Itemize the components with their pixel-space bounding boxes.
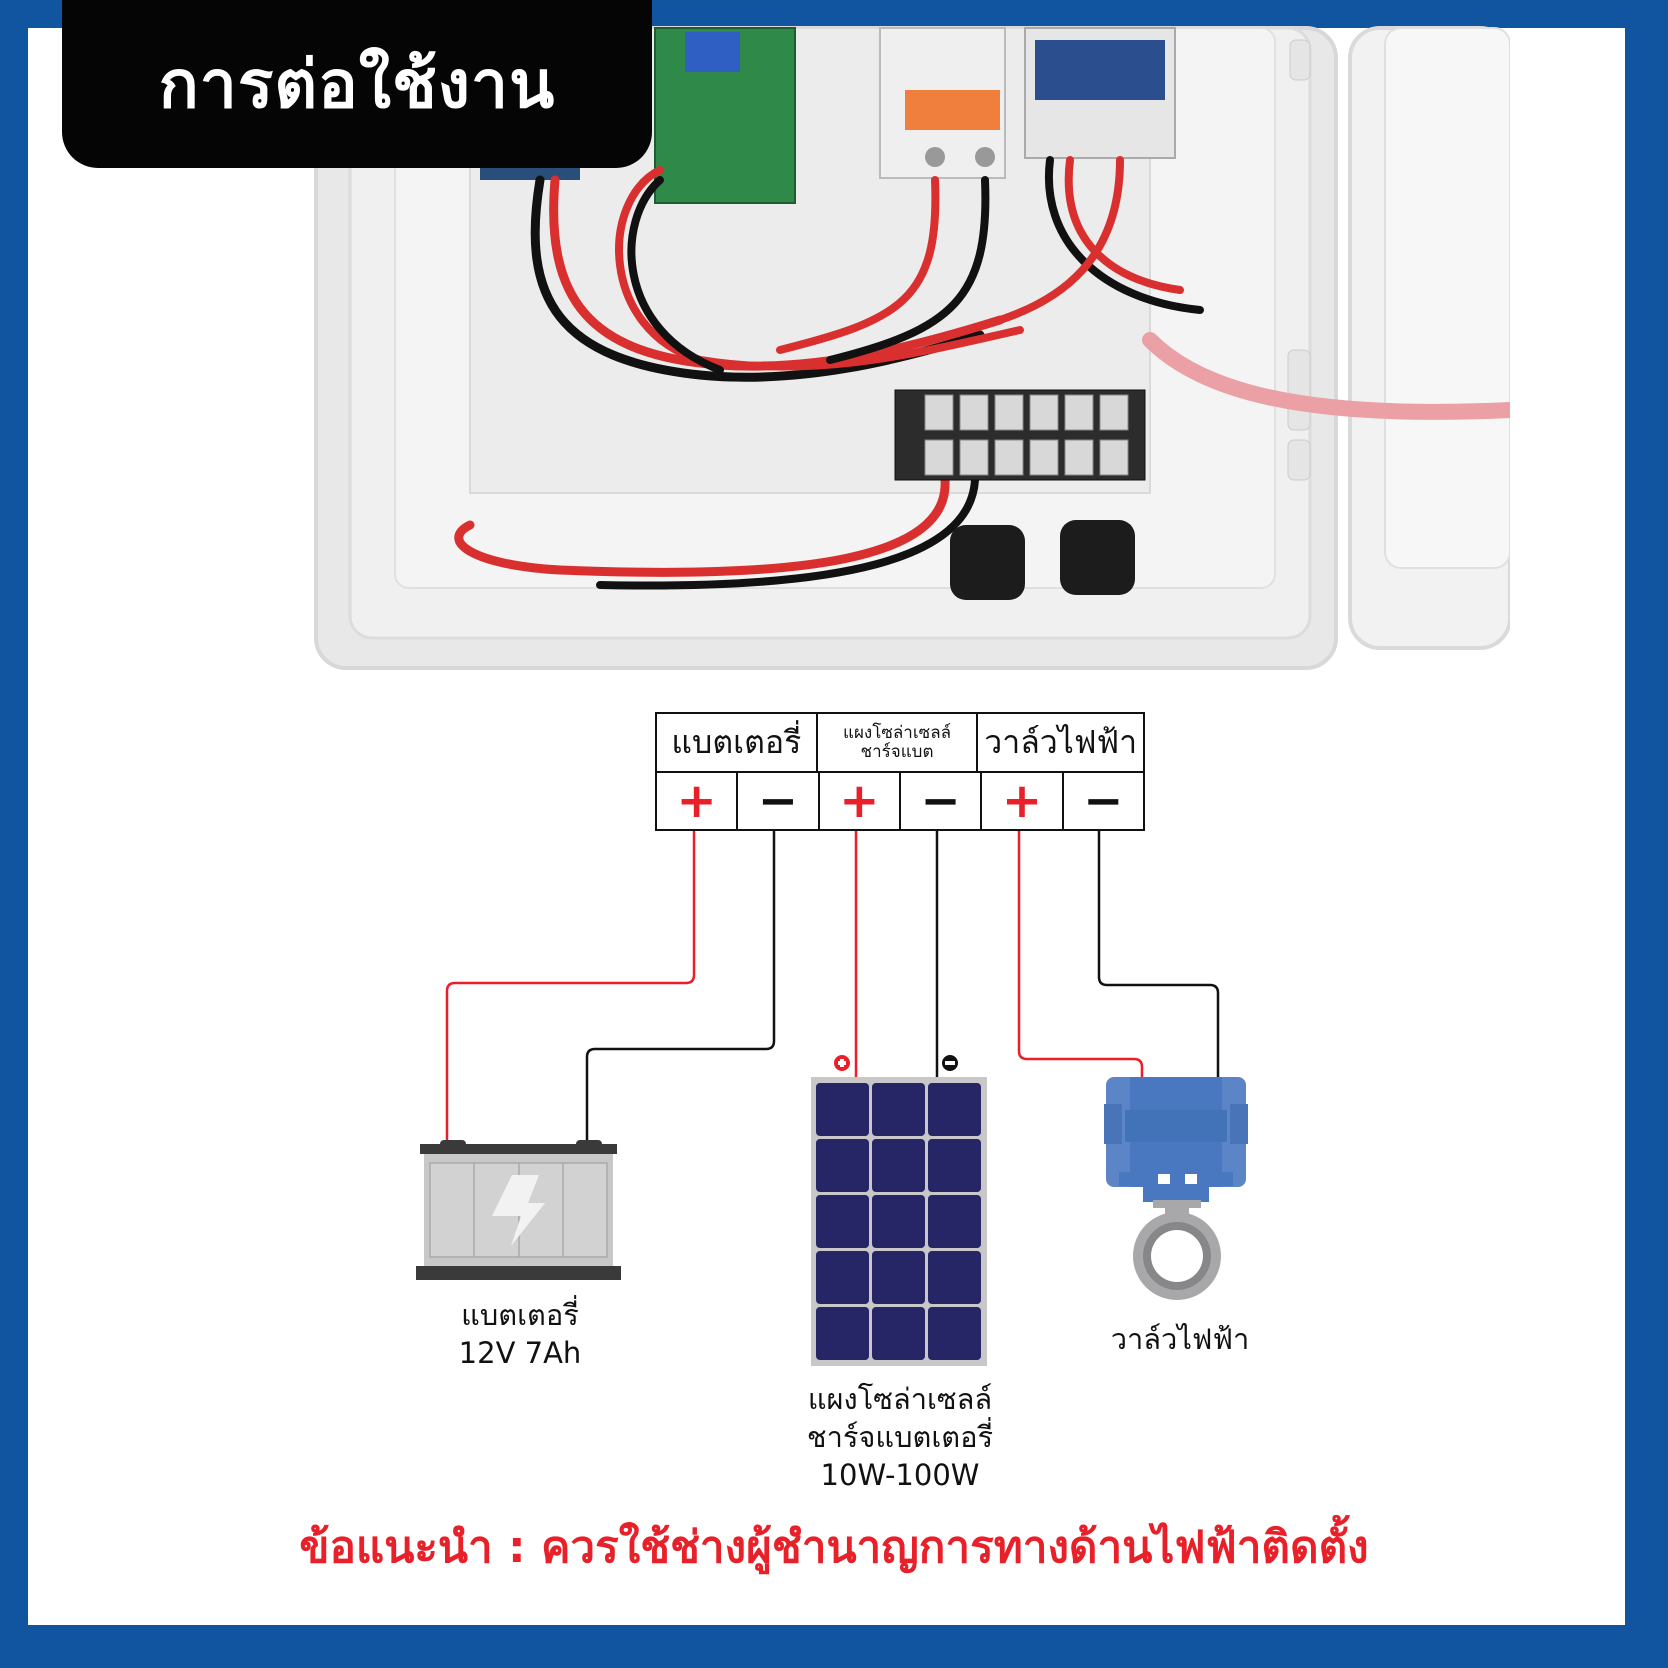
group-valve-label: วาล์วไฟฟ้า [976, 714, 1143, 771]
solar-name-line2: ชาร์จแบตเตอรี่ [806, 1420, 994, 1454]
group-solar-line1: แผงโซล่าเซลล์ [843, 722, 952, 743]
terminal-group-header: แบตเตอรี่ แผงโซล่าเซลล์ ชาร์จแบต วาล์วไฟ… [657, 714, 1143, 773]
battery-label: แบตเตอรี่ 12V 7Ah [420, 1296, 620, 1372]
group-battery-label: แบตเตอรี่ [671, 723, 802, 761]
valve-minus-terminal: − [1061, 773, 1143, 829]
page-title: การต่อใช้งาน [158, 45, 556, 123]
valve-name: วาล์วไฟฟ้า [1110, 1322, 1250, 1356]
solar-label: แผงโซล่าเซลล์ ชาร์จแบตเตอรี่ 10W-100W [760, 1380, 1040, 1494]
installation-advice: ข้อแนะนำ : ควรใช้ช่างผู้ชำนาญการทางด้านไ… [299, 1522, 1369, 1573]
title-badge: การต่อใช้งาน [62, 0, 652, 168]
solar-spec: 10W-100W [820, 1458, 980, 1492]
battery-plus-terminal: + [676, 773, 717, 829]
solar-plus-terminal: + [817, 773, 899, 829]
control-box-photo [300, 26, 1510, 680]
battery-spec: 12V 7Ah [458, 1336, 582, 1370]
valve-label: วาล์วไฟฟ้า [1080, 1320, 1280, 1358]
terminal-polarity-row: + − + − + − [657, 773, 1143, 829]
valve-plus-terminal: + [980, 773, 1061, 829]
battery-name: แบตเตอรี่ [461, 1298, 579, 1332]
group-solar-label: แผงโซล่าเซลล์ ชาร์จแบต [815, 714, 977, 771]
solar-minus-terminal: − [898, 773, 980, 829]
solar-name-line1: แผงโซล่าเซลล์ [807, 1382, 993, 1416]
group-solar-line2: ชาร์จแบต [860, 741, 934, 762]
terminal-block-diagram: แบตเตอรี่ แผงโซล่าเซลล์ ชาร์จแบต วาล์วไฟ… [655, 712, 1145, 831]
battery-minus-terminal: − [736, 773, 817, 829]
